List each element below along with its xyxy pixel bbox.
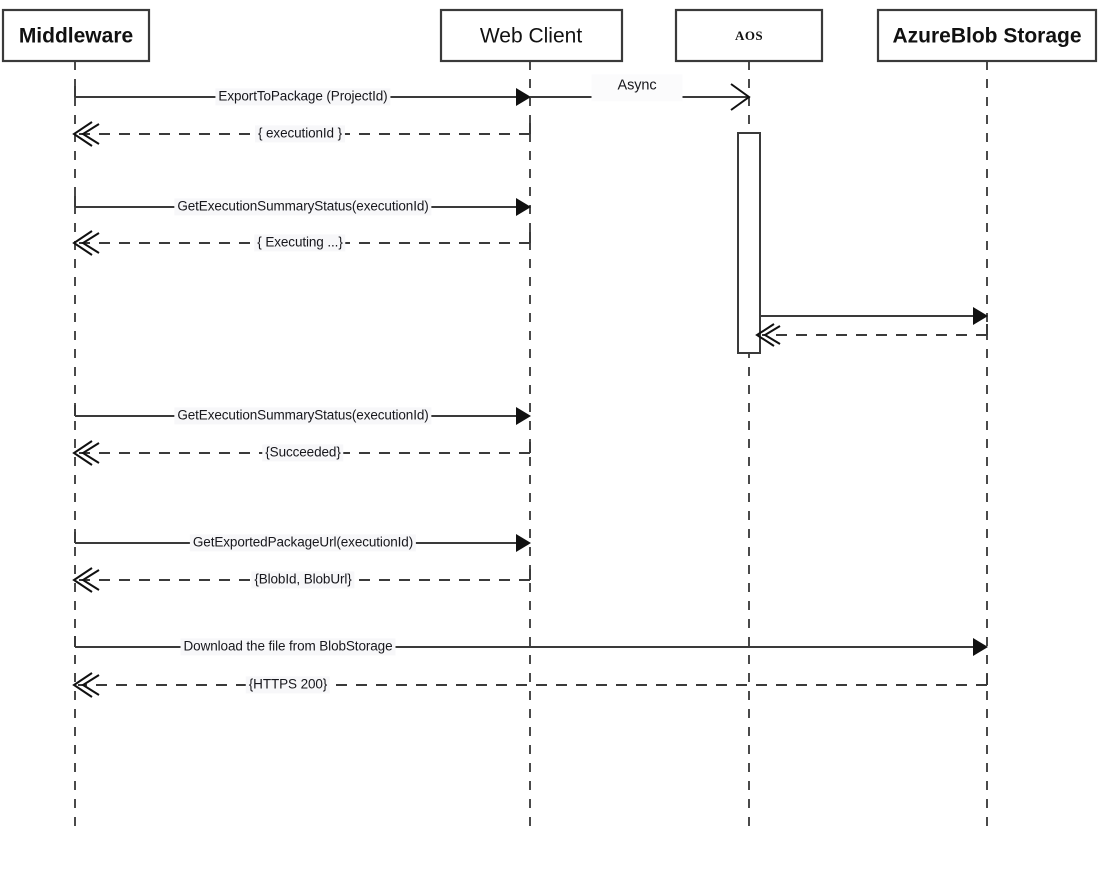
message-m13-arrowhead-inner [81, 674, 100, 696]
message-m8-arrowhead [516, 407, 531, 425]
participant-label-webclient: Web Client [480, 25, 582, 48]
message-m11-arrowhead [72, 567, 93, 593]
message-m3-arrowhead [72, 121, 93, 147]
activation-aos [737, 132, 761, 354]
participant-box-blobstorage[interactable] [876, 8, 1098, 63]
message-m5-arrowhead-inner [81, 232, 100, 254]
message-label-m10: GetExportedPackageUrl(executionId) [189, 534, 417, 552]
message-m6 [759, 305, 988, 325]
message-m4-arrowhead [516, 198, 531, 216]
message-label-m8: GetExecutionSummaryStatus(executionId) [174, 407, 432, 425]
message-label-m3: { executionId } [254, 125, 346, 143]
message-label-m2: Async [591, 74, 683, 102]
participants-group [1, 8, 1098, 63]
message-label-m13: {HTTPS 200} [245, 676, 331, 694]
message-m12-arrowhead [973, 638, 988, 656]
message-m2-arrowhead [730, 83, 751, 111]
participant-box-middleware[interactable] [1, 8, 151, 63]
message-m7 [755, 323, 988, 347]
message-m7-arrowhead [755, 323, 775, 347]
message-m1-arrowhead [516, 88, 531, 106]
participant-label-aos: AOS [735, 28, 763, 43]
participant-box-aos[interactable] [674, 8, 824, 63]
message-m5-arrowhead [72, 230, 93, 256]
message-label-m12: Download the file from BlobStorage [180, 638, 396, 656]
message-label-m11: {BlobId, BlobUrl} [251, 571, 355, 589]
message-label-m9: {Succeeded} [262, 444, 344, 462]
message-m11-arrowhead-inner [81, 569, 100, 591]
message-m10-arrowhead [516, 534, 531, 552]
message-m7-arrowhead-inner [763, 325, 781, 345]
message-label-m5: { Executing ...} [254, 234, 346, 252]
message-label-m4: GetExecutionSummaryStatus(executionId) [174, 198, 432, 216]
participant-label-middleware: Middleware [19, 25, 133, 48]
message-m9-arrowhead-inner [81, 442, 100, 464]
participant-labels-group: Middleware Web Client AOS AzureBlob Stor… [19, 25, 1082, 48]
message-m9-arrowhead [72, 440, 93, 466]
activation-bar-aos [737, 132, 761, 354]
participant-box-webclient[interactable] [439, 8, 624, 63]
message-label-m1: ExportToPackage (ProjectId) [215, 88, 391, 106]
message-m3-arrowhead-inner [81, 123, 100, 145]
participant-label-blobstorage: AzureBlob Storage [892, 25, 1081, 48]
message-m13-arrowhead [72, 672, 93, 698]
message-m13 [72, 672, 988, 698]
message-m6-arrowhead [973, 307, 988, 325]
